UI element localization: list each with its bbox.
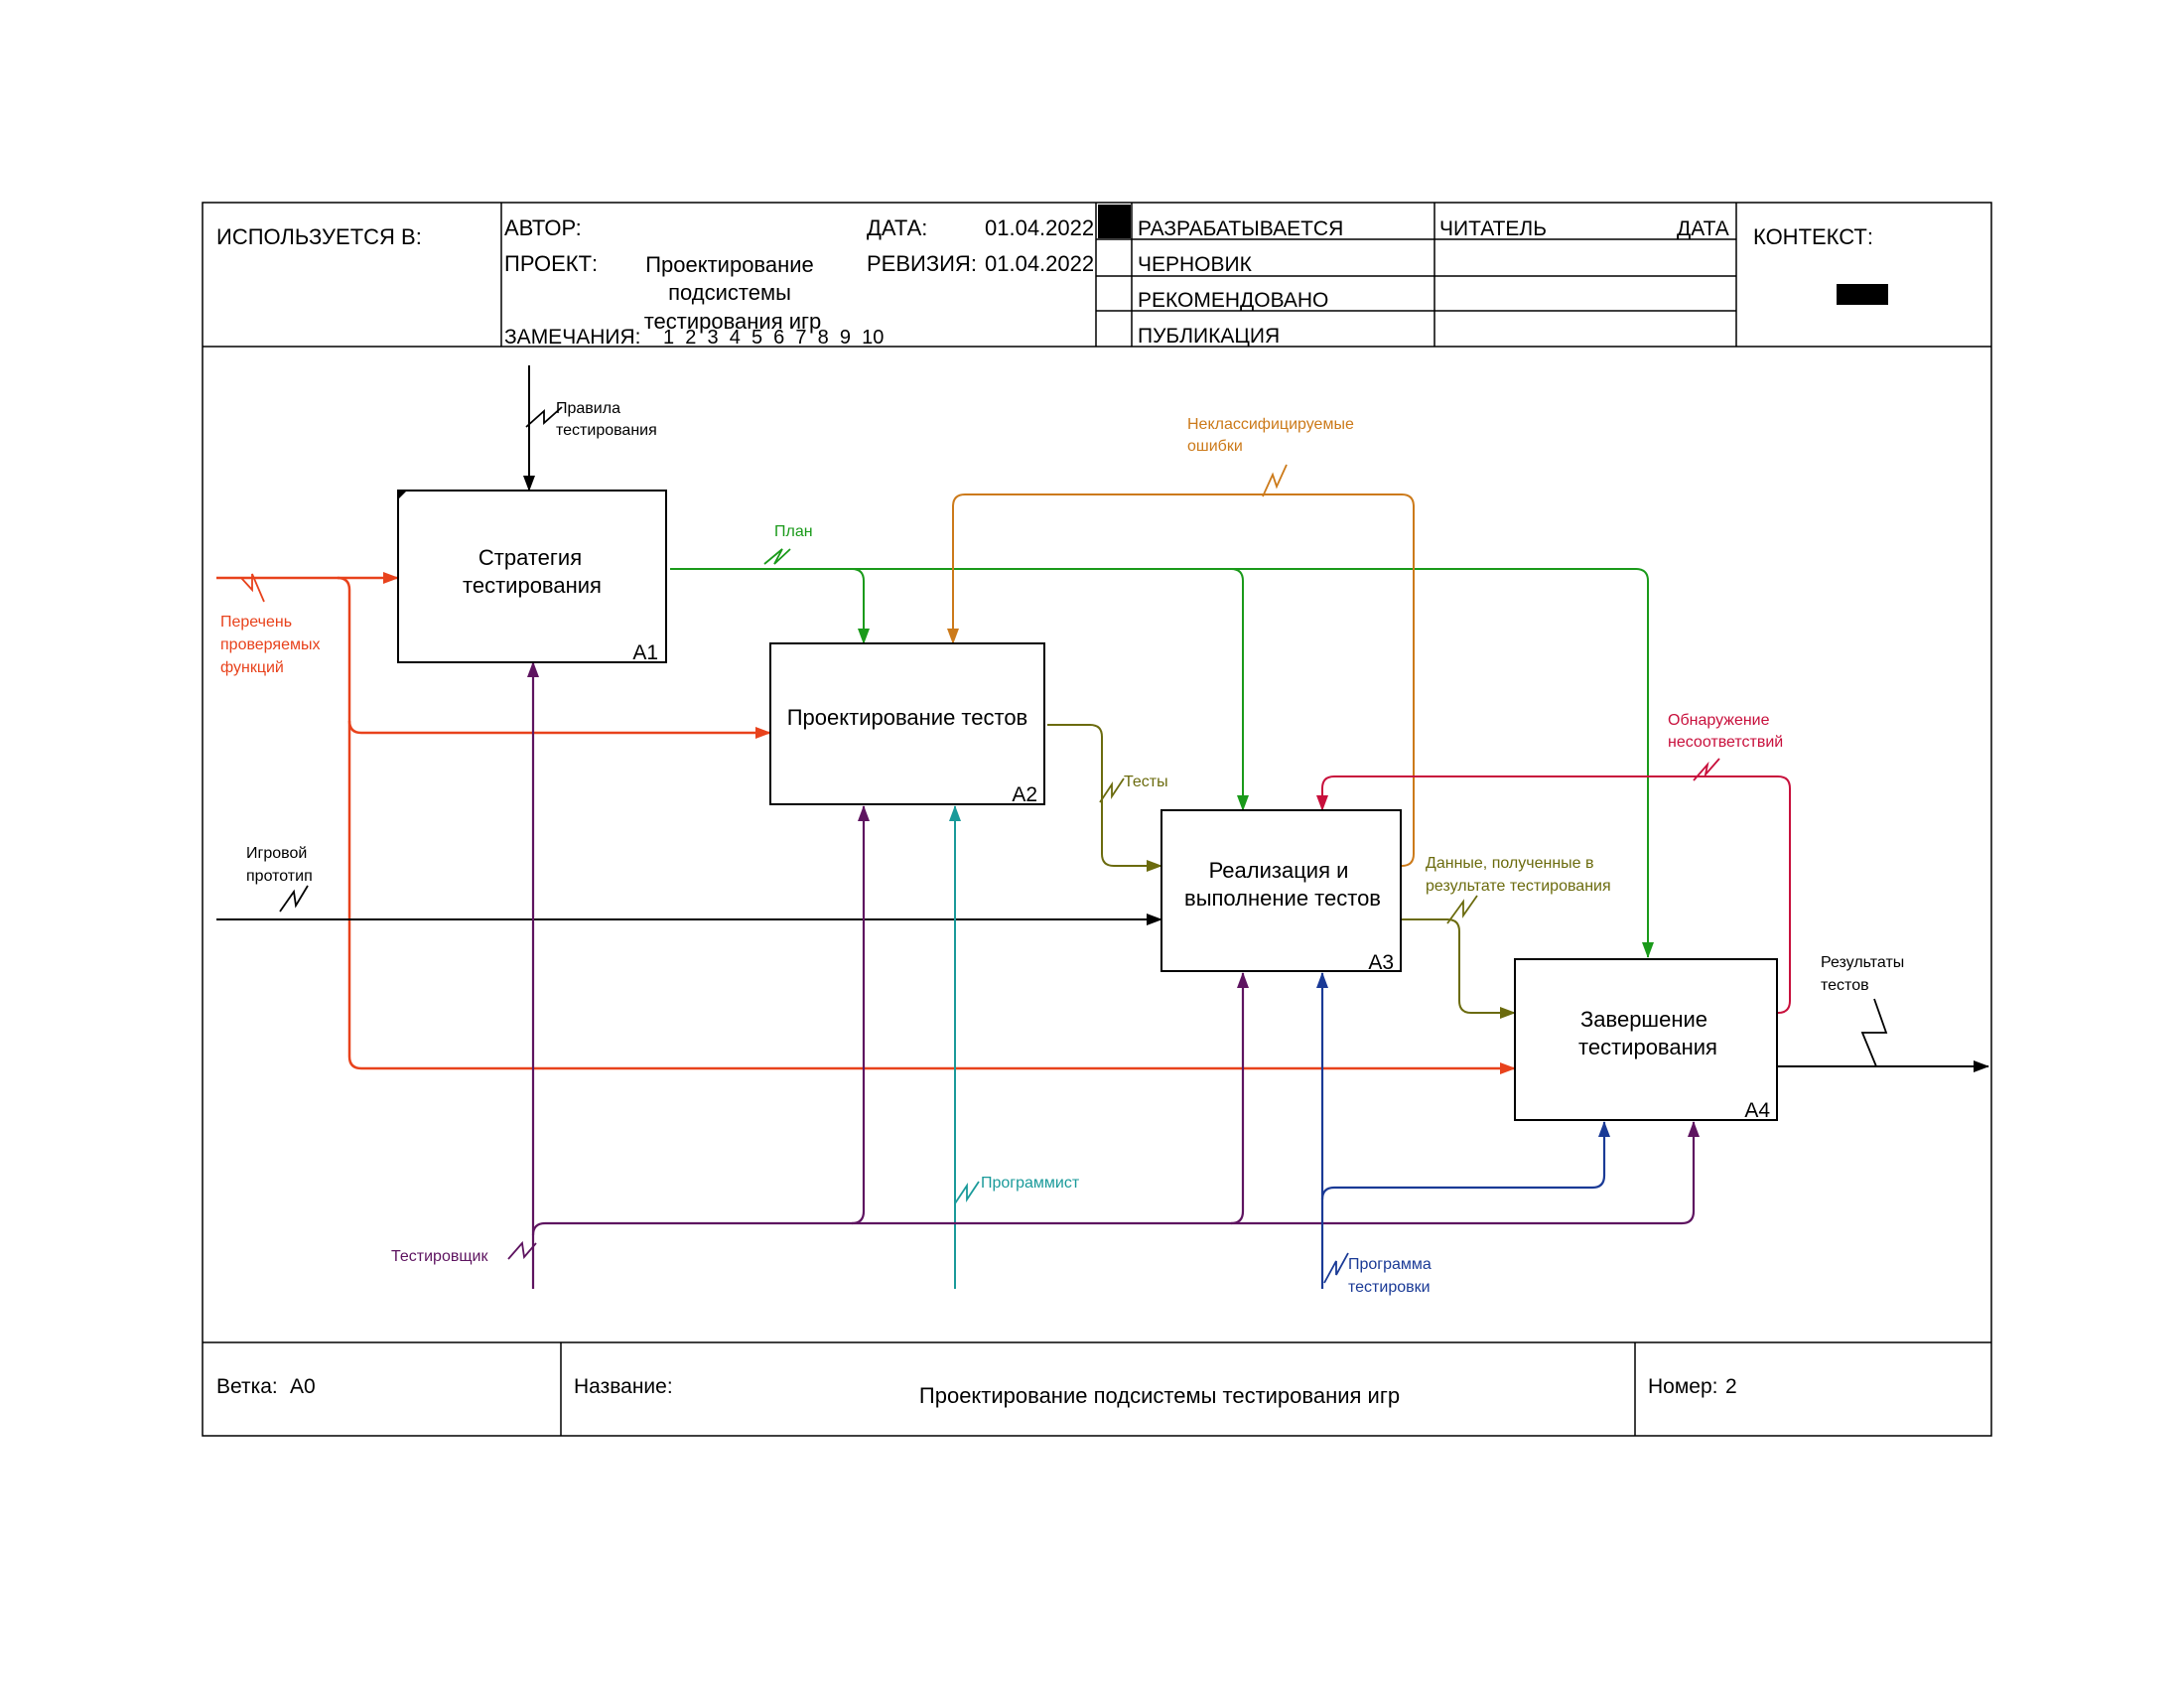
- arrow-program: [1316, 972, 1610, 1289]
- branch-label: Ветка:: [216, 1375, 278, 1398]
- block-a1-line-1: Стратегия: [478, 545, 582, 570]
- label-program-1: Программа: [1348, 1256, 1432, 1273]
- label-functions-2: проверяемых: [220, 636, 320, 653]
- label-errors-2: ошибки: [1187, 438, 1243, 455]
- status-publication: ПУБЛИКАЦИЯ: [1138, 325, 1280, 348]
- label-program-2: тестировки: [1348, 1279, 1431, 1296]
- block-a3-code: A3: [1368, 951, 1394, 974]
- label-tester: Тестировщик: [391, 1248, 488, 1265]
- label-mismatch-2: несоответствий: [1668, 734, 1783, 751]
- name-label: Название:: [574, 1375, 673, 1398]
- project-line-1: Проектирование: [645, 252, 814, 277]
- label-functions-1: Перечень: [220, 614, 292, 631]
- label-plan: План: [774, 523, 813, 540]
- revision-label: РЕВИЗИЯ:: [867, 251, 977, 276]
- project-line-3: тестирования игр: [644, 309, 822, 334]
- project-line-2: подсистемы: [668, 280, 791, 305]
- block-a1-line-2: тестирования: [463, 573, 602, 598]
- reader-label: ЧИТАТЕЛЬ: [1439, 217, 1547, 240]
- arrow-rules: [523, 365, 563, 492]
- label-rules-2: тестирования: [556, 422, 657, 439]
- label-mismatch-1: Обнаружение: [1668, 712, 1770, 729]
- arrow-tester: [507, 661, 1700, 1289]
- block-a2-code: A2: [1012, 783, 1037, 806]
- arrow-results: [1778, 998, 1989, 1072]
- label-functions-3: функций: [220, 659, 284, 676]
- block-a1-code: A1: [632, 641, 658, 664]
- label-prototype-1: Игровой: [246, 845, 307, 862]
- arrow-tests: [1047, 724, 1162, 872]
- author-label: АВТОР:: [504, 215, 582, 240]
- label-rules-1: Правила: [556, 400, 620, 417]
- arrow-prototype: [216, 885, 1162, 925]
- used-in-label: ИСПОЛЬЗУЕТСЯ В:: [216, 224, 422, 249]
- notes-numbers: 1 2 3 4 5 6 7 8 9 10: [663, 327, 884, 349]
- number-label: Номер:: [1648, 1375, 1717, 1398]
- label-tests: Тесты: [1124, 774, 1168, 790]
- block-a2[interactable]: Проектирование тестов A2: [769, 642, 1045, 806]
- notes-label: ЗАМЕЧАНИЯ:: [504, 326, 640, 349]
- block-a2-line-1: Проектирование тестов: [787, 705, 1028, 730]
- label-prototype-2: прототип: [246, 868, 313, 885]
- label-results-1: Результаты: [1821, 954, 1904, 971]
- diagram-title: Проектирование подсистемы тестирования и…: [919, 1383, 1400, 1408]
- arrow-errors: [947, 464, 1415, 867]
- label-errors-1: Неклассифицируемые: [1187, 416, 1354, 433]
- revision-value: 01.04.2022: [985, 251, 1094, 276]
- block-a4-line-2: тестирования: [1578, 1035, 1717, 1059]
- label-data-1: Данные, полученные в: [1426, 855, 1594, 872]
- block-a3-line-1: Реализация и: [1209, 858, 1349, 883]
- status-recommended: РЕКОМЕНДОВАНО: [1138, 289, 1328, 312]
- block-a3[interactable]: Реализация и выполнение тестов A3: [1160, 809, 1402, 974]
- project-label: ПРОЕКТ:: [504, 251, 598, 276]
- context-marker: [1837, 284, 1888, 305]
- block-a4[interactable]: Завершение тестирования A4: [1514, 958, 1778, 1122]
- date-label: ДАТА:: [867, 215, 927, 240]
- number-value: 2: [1725, 1375, 1737, 1398]
- arrow-functions: [216, 572, 1516, 1074]
- label-results-2: тестов: [1821, 977, 1869, 994]
- status-draft: ЧЕРНОВИК: [1138, 253, 1253, 276]
- date-value: 01.04.2022: [985, 215, 1094, 240]
- arrow-programmer: [949, 805, 980, 1289]
- frame: [202, 202, 1992, 1437]
- arrow-data: [1401, 895, 1516, 1019]
- block-a4-line-1: Завершение: [1580, 1007, 1707, 1032]
- label-data-2: результате тестирования: [1426, 878, 1611, 895]
- branch-value: A0: [290, 1375, 316, 1398]
- reader-date-label: ДАТА: [1677, 217, 1729, 240]
- context-label: КОНТЕКСТ:: [1753, 224, 1873, 249]
- status-developing: РАЗРАБАТЫВАЕТСЯ: [1138, 217, 1343, 240]
- label-programmer: Программист: [981, 1175, 1080, 1192]
- status-marker: [1098, 205, 1131, 238]
- block-a3-line-2: выполнение тестов: [1184, 886, 1381, 911]
- arrow-mismatch: [1316, 758, 1791, 1014]
- block-a1[interactable]: Стратегия тестирования A1: [397, 490, 667, 664]
- arrow-plan: [670, 548, 1654, 958]
- block-a4-code: A4: [1744, 1099, 1770, 1122]
